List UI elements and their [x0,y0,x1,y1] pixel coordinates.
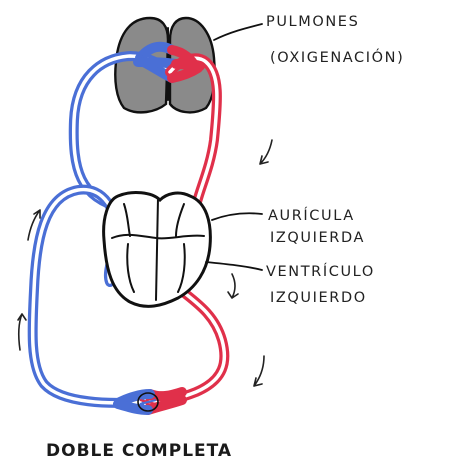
arrow-cava-up [18,314,26,350]
caption: DOBLE COMPLETA [46,441,232,461]
heart-icon [104,193,211,307]
atrium-label: AURÍCULA [268,207,355,224]
ventricle-sublabel: IZQUIERDO [270,290,367,306]
arrow-aorta-down [254,356,264,386]
atrium-leader [212,213,262,220]
lungs-label: PULMONES [266,14,359,30]
pulmonary-vein [170,50,217,214]
lungs-leader [214,24,262,40]
ventricle-leader [206,262,262,270]
lungs-sublabel: (OXIGENACIÓN) [270,48,404,66]
ventricle-label: VENTRÍCULO [266,263,375,280]
arrow-heart-down [228,274,238,298]
arrow-pulmonary-down [260,140,272,164]
atrium-sublabel: IZQUIERDA [270,230,365,246]
